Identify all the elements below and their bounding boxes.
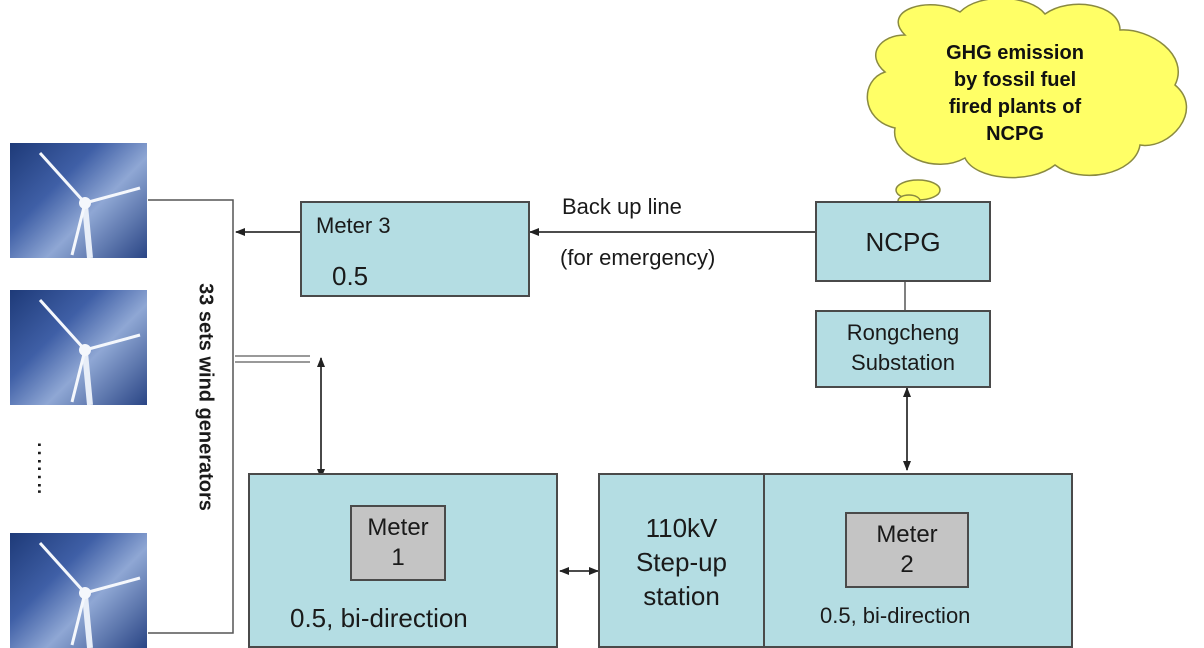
- meter3-box: Meter 3 0.5: [300, 201, 530, 297]
- cloud-line-4: NCPG: [986, 123, 1044, 145]
- meter2-label: Meter: [876, 521, 938, 548]
- meter1-label: Meter: [367, 514, 429, 541]
- thought-cloud: [866, 0, 1188, 213]
- meter1-number: 1: [391, 544, 405, 571]
- substation-box: Rongcheng Substation: [815, 310, 991, 388]
- meter2-number: 2: [900, 551, 914, 578]
- ncpg-box: NCPG: [815, 201, 991, 282]
- backup-line-note: (for emergency): [560, 245, 716, 270]
- meter2-box: Meter 2: [845, 512, 969, 588]
- grid-station-box: 0.5, bi-direction: [763, 473, 1073, 648]
- backup-line-label: Back up line: [562, 194, 682, 219]
- meter3-label: Meter 3: [316, 213, 391, 238]
- meter2-value: 0.5, bi-direction: [820, 603, 971, 628]
- wind-generators-label: 33 sets wind generators: [194, 283, 217, 511]
- meter1-value: 0.5, bi-direction: [290, 603, 468, 633]
- stepup-line-3: station: [643, 581, 720, 611]
- meter1-box: Meter 1: [350, 505, 446, 581]
- substation-line-2: Substation: [851, 350, 955, 375]
- meter3-value: 0.5: [332, 261, 369, 291]
- wind-turbine-image-1: [10, 143, 147, 258]
- wind-turbine-image-2: [10, 290, 147, 405]
- ncpg-label: NCPG: [865, 227, 941, 257]
- cloud-line-3: fired plants of: [948, 96, 1082, 118]
- wind-turbine-image-3: [10, 533, 147, 648]
- cloud-line-2: by fossil fuel: [953, 69, 1077, 91]
- cloud-line-1: GHG emission: [946, 42, 1084, 64]
- wind-farm-bus-line: [148, 199, 234, 634]
- stepup-station-box: 110kV Step-up station: [598, 473, 765, 648]
- substation-line-1: Rongcheng: [846, 320, 960, 345]
- ghg-cloud-text: GHG emission by fossil fuel fired plants…: [900, 40, 1130, 148]
- stepup-line-1: 110kV: [645, 513, 718, 543]
- stepup-line-2: Step-up: [635, 547, 728, 577]
